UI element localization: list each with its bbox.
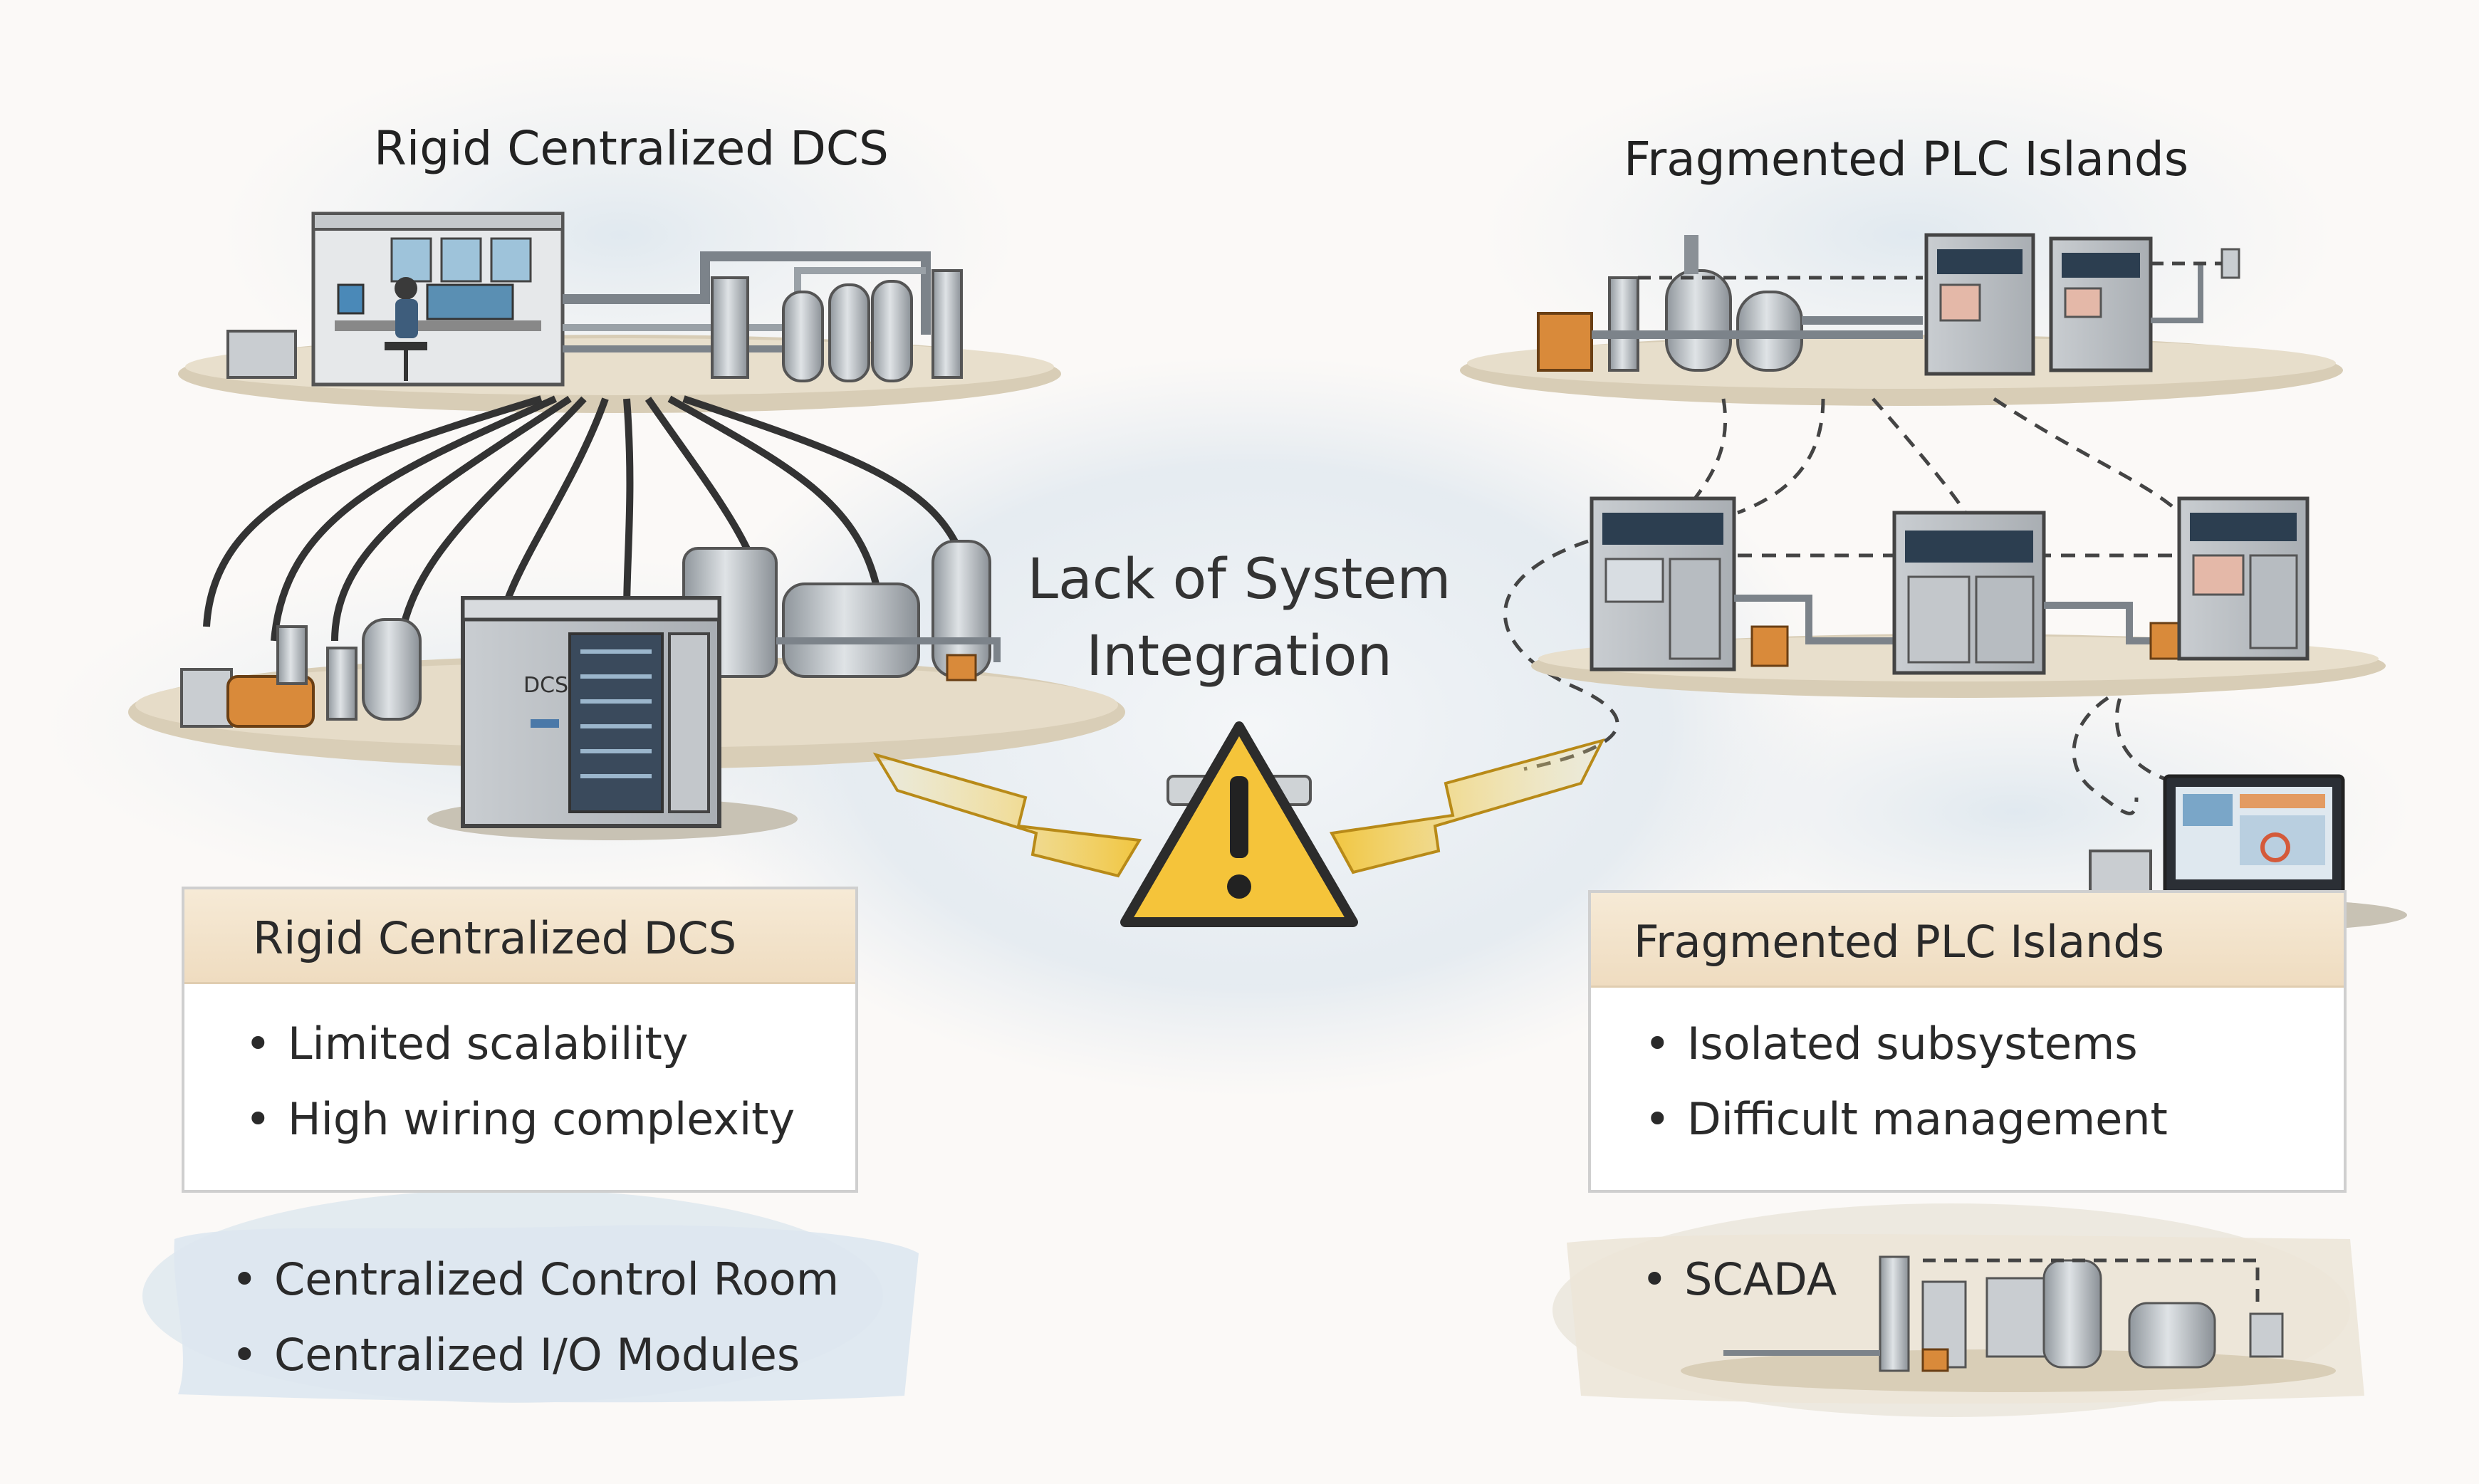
left-scene-title: Rigid Centralized DCS [374, 121, 889, 176]
control-room-scene [178, 211, 1061, 413]
dcs-component-list: Centralized Control Room Centralized I/O… [224, 1253, 839, 1404]
plc-top-scene [1460, 233, 2343, 406]
list-item: Centralized Control Room [224, 1253, 839, 1329]
plc-dashed-links [1503, 397, 2186, 815]
center-title-line1: Lack of System [1027, 548, 1451, 612]
list-item: Isolated subsystems [1637, 1018, 2168, 1093]
list-item: SCADA [1634, 1253, 1837, 1329]
right-scene-title: Fragmented PLC Islands [1624, 132, 2189, 187]
plc-issue-list: Isolated subsystems Difficult management [1637, 1018, 2168, 1169]
list-item: Difficult management [1637, 1093, 2168, 1169]
dcs-issue-list: Limited scalability High wiring complexi… [238, 1018, 795, 1169]
plc-info-box-header: Fragmented PLC Islands [1591, 893, 2344, 988]
dcs-info-box-title: Rigid Centralized DCS [253, 912, 737, 964]
plc-info-box: Fragmented PLC Islands Isolated subsyste… [1588, 890, 2347, 1193]
center-title-line2: Integration [1086, 625, 1392, 689]
list-item: Limited scalability [238, 1018, 795, 1093]
dcs-cabinet-label: DCS [523, 673, 569, 698]
list-item: High wiring complexity [238, 1093, 795, 1169]
dcs-info-box-header: Rigid Centralized DCS [184, 889, 855, 984]
list-item: Centralized I/O Modules [224, 1329, 839, 1404]
warning-icon [1120, 721, 1358, 927]
plc-islands-scene [1531, 496, 2386, 698]
dcs-info-box: Rigid Centralized DCS Limited scalabilit… [182, 887, 858, 1193]
dcs-plant-scene [128, 540, 1125, 840]
plc-info-box-title: Fragmented PLC Islands [1634, 916, 2165, 968]
center-title: Lack of System Integration [954, 541, 1524, 695]
scada-component-list: SCADA [1634, 1253, 1837, 1329]
